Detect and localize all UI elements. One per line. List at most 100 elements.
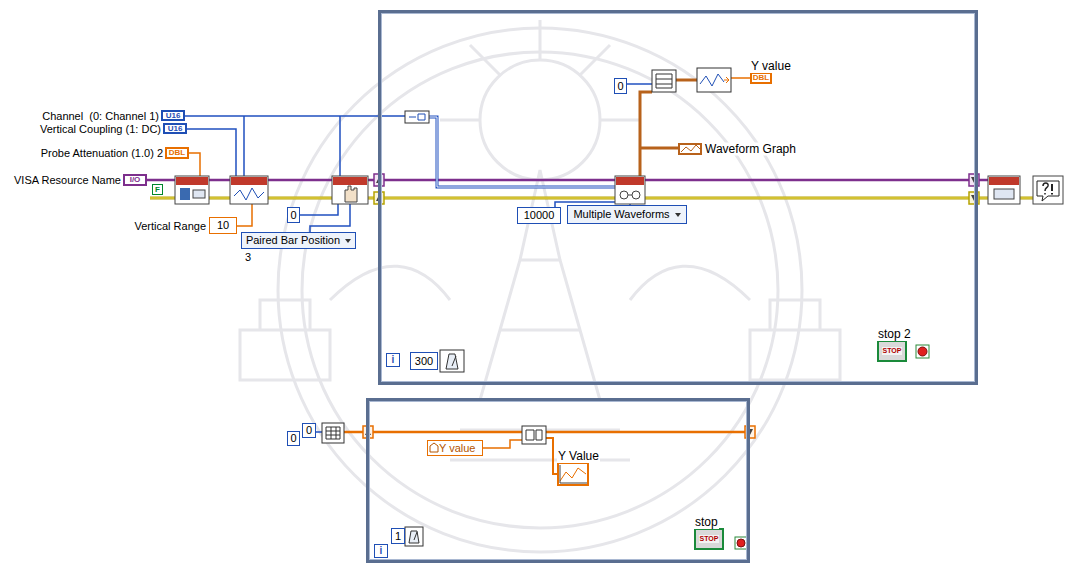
wire — [299, 204, 338, 215]
vi-icon — [345, 186, 357, 202]
constant-value: 0 — [290, 210, 296, 221]
vi-icon — [193, 190, 205, 198]
terminal-label: Channel (0: Channel 1) — [41, 109, 160, 122]
control-terminal: U16Channel (0: Channel 1) — [161, 110, 185, 121]
function-node — [656, 74, 672, 88]
iteration-terminal: i — [374, 544, 388, 558]
numeric-constant: 0 — [614, 78, 627, 94]
vi-icon — [620, 191, 628, 199]
wait-timer-icon — [409, 531, 419, 543]
stop-button: stopSTOP — [694, 528, 724, 550]
wire — [429, 117, 615, 187]
wire — [676, 79, 697, 82]
watermark-seal — [302, 52, 778, 528]
data-type: DBL — [169, 149, 185, 157]
wire — [150, 198, 1033, 199]
ring-constant: Paired Bar Position3 — [241, 232, 356, 249]
numeric-constant: 10000 — [517, 207, 561, 224]
iteration-terminal: i — [386, 353, 400, 367]
wire — [640, 92, 678, 176]
wire — [189, 153, 200, 176]
vi-icon — [234, 188, 264, 200]
boolean-constant: F — [152, 184, 163, 195]
ring-constant: Multiple Waveforms — [567, 205, 687, 224]
dropdown-arrow — [345, 239, 351, 243]
button-text: STOP — [882, 347, 903, 355]
function-node — [697, 68, 731, 92]
vi-icon — [175, 176, 1063, 204]
stop-condition-terminal — [737, 539, 745, 547]
local-variable: Y value — [427, 440, 483, 456]
vi-icon — [231, 177, 267, 185]
terminal-label: Y value — [750, 60, 792, 73]
stop-condition-terminal — [916, 345, 929, 358]
graph-glyph — [681, 145, 700, 152]
function-node — [409, 114, 425, 120]
constant-value: 1 — [395, 531, 401, 542]
wire — [731, 77, 750, 79]
wire — [147, 179, 988, 182]
chart-indicator: Y Value — [557, 462, 589, 486]
constant-value: 10000 — [524, 210, 555, 221]
stop-button: stop 2STOP — [877, 340, 907, 362]
stop-condition-terminal — [735, 345, 929, 549]
vi-icon — [180, 188, 190, 200]
function-node — [326, 427, 340, 439]
local-variable-name: Y value — [439, 443, 476, 454]
vi-icon — [1043, 183, 1048, 195]
function-node — [322, 68, 731, 444]
stop-condition-terminal — [735, 537, 747, 549]
watermark-seal — [440, 20, 640, 120]
wait-timer-icon — [405, 527, 423, 546]
watermark-seal — [240, 300, 840, 380]
watermark-seal — [480, 60, 600, 180]
watermark-seal — [450, 260, 630, 460]
vi-icon — [615, 176, 645, 204]
while-loop: i Y value Y Value 1 stopSTOP — [366, 398, 750, 563]
function-node — [405, 111, 429, 123]
wire — [147, 78, 1033, 474]
constant-value: 0 — [290, 433, 296, 444]
wire — [483, 440, 522, 448]
wire — [627, 83, 652, 85]
wire — [187, 129, 236, 176]
vi-icon — [175, 176, 209, 204]
wire — [316, 431, 322, 433]
data-type: U16 — [166, 112, 181, 120]
vi-icon — [1051, 184, 1053, 195]
array-constant: 0 — [302, 423, 316, 438]
while-loop: i 0 DBLY valueWaveform Graph 10000 Multiple … — [378, 10, 978, 385]
control-terminal: DBLProbe Attenuation (1.0) 2 — [165, 147, 189, 159]
graph-glyph — [560, 465, 587, 483]
vi-icon — [632, 191, 640, 199]
numeric-constant: 300 — [410, 352, 438, 370]
vi-icon — [176, 177, 208, 185]
graph-glyph — [560, 468, 586, 481]
wire — [150, 197, 1033, 200]
terminal-label: Probe Attenuation (1.0) 2 — [40, 147, 164, 160]
watermark-seal — [330, 266, 750, 300]
indicator-terminal: DBLY value — [750, 72, 772, 84]
wait-timer-icon — [440, 350, 464, 372]
constant-value: 0 — [617, 81, 623, 92]
numeric-constant: 1 — [391, 528, 405, 544]
iteration-label: i — [380, 546, 383, 556]
ring-value: Multiple Waveforms — [573, 209, 669, 220]
iteration-label: i — [392, 355, 395, 365]
control-terminal: I/OVISA Resource Name — [123, 174, 147, 186]
graph-indicator: Waveform Graph — [678, 143, 702, 155]
shift-register — [365, 177, 977, 435]
vi-icon — [1037, 181, 1059, 201]
wire — [185, 116, 405, 176]
constant-value: 10 — [217, 220, 229, 231]
wire — [429, 117, 615, 187]
vi-icon — [230, 176, 268, 204]
data-type: DBL — [753, 74, 769, 82]
constant-value: 300 — [415, 356, 433, 367]
vi-icon — [994, 189, 1014, 199]
vi-icon — [616, 177, 644, 185]
terminal-label: VISA Resource Name — [13, 174, 122, 187]
watermark-seal — [278, 28, 802, 552]
function-node — [652, 70, 676, 92]
